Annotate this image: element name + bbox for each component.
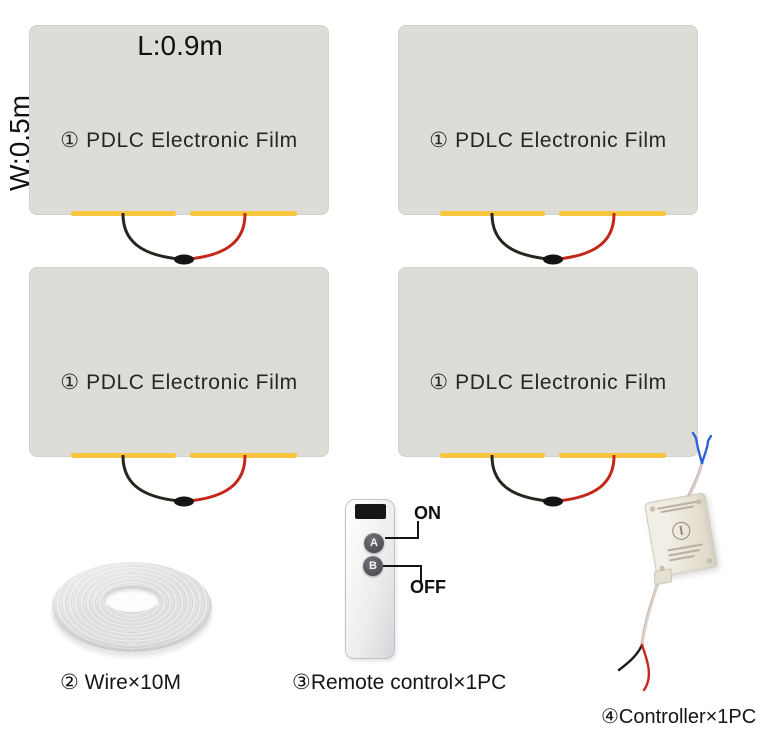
remote-button-a: A [364,533,384,553]
pdlc-film-panel: ① PDLC Electronic Film [398,267,698,458]
film-unit-3: ① PDLC Electronic Film [29,267,329,515]
screw-icon [706,558,713,564]
wire-coil-image [52,562,212,652]
film-unit-2: ① PDLC Electronic Film [398,25,698,273]
pdlc-film-panel: ① PDLC Electronic Film [29,267,329,458]
controller-print-line [669,554,696,562]
wire-junction-dot [174,496,194,507]
controller-caption: ④Controller×1PC [601,706,757,728]
pdlc-film-panel: ① PDLC Electronic Film [398,25,698,216]
wire-caption: ② Wire×10M [60,671,181,694]
panel-wire-leads [121,213,247,265]
electrode-strip [559,453,666,458]
off-label: OFF [410,577,446,597]
electrode-strip [190,211,297,216]
film-unit-1: L:0.9m ① PDLC Electronic Film [29,25,329,273]
black-wire-tip [617,643,644,672]
wire-coil-center-hole [104,586,160,612]
off-callout-line [383,565,422,584]
wire-junction-dot [543,254,563,265]
red-wire-tip [640,643,651,692]
film-panel-label: ① PDLC Electronic Film [60,371,298,394]
remote-ir-window [355,504,386,519]
controller-mount-tab [653,568,673,586]
wire-junction-dot [543,496,563,507]
remote-button-b: B [363,556,383,576]
film-panel-label: ① PDLC Electronic Film [429,129,667,152]
remote-control-image: A B [345,499,395,659]
screw-icon [649,506,656,512]
electrode-strip [559,211,666,216]
film-panel-label: ① PDLC Electronic Film [429,371,667,394]
remote-caption: ③Remote control×1PC [292,671,507,694]
controller-logo-icon [670,520,692,542]
length-dimension-label: L:0.9m [137,30,223,61]
pdlc-film-panel: L:0.9m ① PDLC Electronic Film [29,25,329,216]
wire-junction-dot [174,254,194,265]
controller-image [643,492,719,586]
panel-wire-leads [121,455,247,507]
on-label: ON [414,503,441,523]
film-unit-4: ① PDLC Electronic Film [398,267,698,515]
panel-wire-leads [490,213,616,265]
blue-wire-tip [700,434,713,465]
film-panel-label: ① PDLC Electronic Film [60,129,298,152]
panel-wire-leads [490,455,616,507]
on-callout-line [385,521,419,539]
electrode-strip [190,453,297,458]
